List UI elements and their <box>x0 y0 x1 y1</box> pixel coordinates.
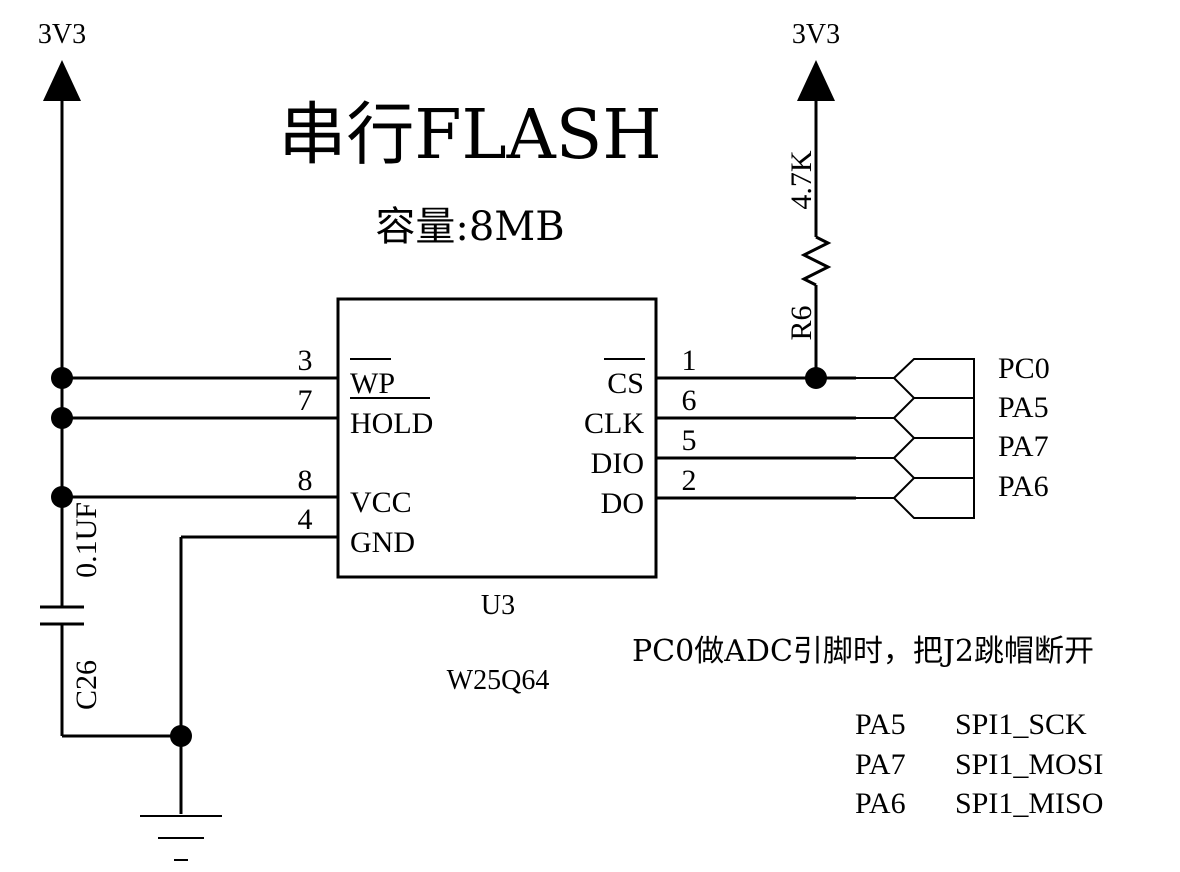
chip-u3-body <box>336 297 658 579</box>
capacity-label: 容量:8MB <box>375 204 564 250</box>
adc-note: PC0做ADC引脚时，把J2跳帽断开 <box>632 634 1094 669</box>
pin-num-do: 2 <box>682 464 697 497</box>
chip-part: W25Q64 <box>447 665 550 696</box>
capacitor-value: 0.1UF <box>70 502 103 578</box>
port-label-pa5: PA5 <box>998 391 1049 424</box>
capacitor-c26: 0.1UF C26 <box>40 502 103 736</box>
capacitor-ref: C26 <box>70 660 103 710</box>
pin-num-cs: 1 <box>682 344 697 377</box>
spi-func-mosi: SPI1_MOSI <box>955 748 1103 781</box>
power-label-right: 3V3 <box>792 19 840 50</box>
resistor-value: 4.7K <box>785 150 818 210</box>
junction-hold <box>51 407 73 429</box>
pin-num-dio: 5 <box>682 424 697 457</box>
pin-num-vcc: 8 <box>298 464 313 497</box>
pin-name-cs: CS <box>607 367 644 400</box>
pin-name-wp: WP <box>350 367 395 400</box>
schematic-title: 串行FLASH <box>278 96 661 175</box>
resistor-zigzag <box>800 235 832 287</box>
spi-pin-miso: PA6 <box>855 787 906 820</box>
spi-pin-sck: PA5 <box>855 708 906 741</box>
port-pa7: PA7 <box>892 430 1049 479</box>
port-label-pc0: PC0 <box>998 352 1050 385</box>
spi-func-sck: SPI1_SCK <box>955 708 1087 741</box>
resistor-ref: R6 <box>785 305 818 340</box>
junction-vcc <box>51 486 73 508</box>
pin-name-hold: HOLD <box>350 407 433 440</box>
pin-name-clk: CLK <box>584 407 644 440</box>
port-pc0: PC0 <box>892 352 1050 399</box>
chip-ref: U3 <box>481 590 515 621</box>
pin-name-do: DO <box>601 487 644 520</box>
pin-num-wp: 3 <box>298 344 313 377</box>
power-arrow-right <box>797 60 835 101</box>
port-label-pa7: PA7 <box>998 430 1049 463</box>
port-label-pa6: PA6 <box>998 470 1049 503</box>
port-pa6: PA6 <box>892 470 1049 519</box>
pin-num-hold: 7 <box>298 384 313 417</box>
pin-name-dio: DIO <box>591 447 644 480</box>
resistor-r6: 3V3 4.7K R6 <box>785 19 840 389</box>
port-pa5: PA5 <box>892 391 1049 439</box>
power-arrow-left <box>43 60 81 101</box>
pin-num-clk: 6 <box>682 384 697 417</box>
spi-map-table: PA5 SPI1_SCK PA7 SPI1_MOSI PA6 SPI1_MISO <box>855 708 1103 820</box>
junction-wp <box>51 367 73 389</box>
junction-cs <box>805 367 827 389</box>
pin-num-gnd: 4 <box>298 503 313 536</box>
ground-symbol <box>140 815 222 861</box>
spi-pin-mosi: PA7 <box>855 748 906 781</box>
junction-gnd <box>170 725 192 747</box>
spi-func-miso: SPI1_MISO <box>955 787 1103 820</box>
power-label-left: 3V3 <box>38 19 86 50</box>
pin-name-gnd: GND <box>350 526 415 559</box>
power-symbol-left: 3V3 <box>38 19 86 378</box>
pin-name-vcc: VCC <box>350 486 412 519</box>
